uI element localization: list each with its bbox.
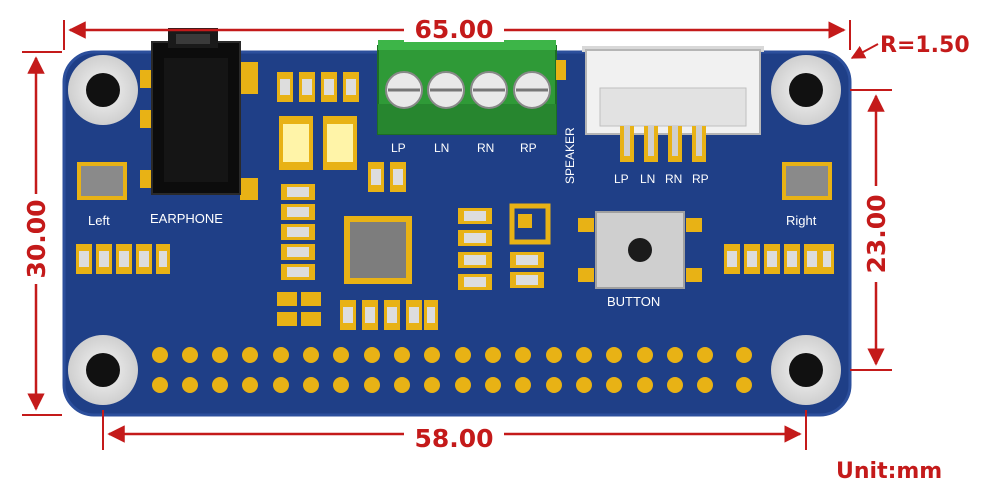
- mounting-hole-bottom-left: [68, 335, 138, 405]
- mounting-holes: [68, 55, 841, 405]
- silk-speaker-label: SPEAKER: [563, 127, 577, 184]
- silk-terminal-label-4: RP: [520, 141, 537, 155]
- silk-connector-label-3: RN: [665, 172, 682, 186]
- mounting-hole-bottom-right: [771, 335, 841, 405]
- dimension-right-height-label: 23.00: [862, 194, 891, 273]
- silk-terminal-label-1: LP: [391, 141, 406, 155]
- silk-left-label: Left: [88, 213, 110, 228]
- dimension-bottom-width: [102, 410, 807, 452]
- silk-button-label: BUTTON: [607, 294, 660, 309]
- silk-right-label: Right: [786, 213, 817, 228]
- silk-terminal-label-2: LN: [434, 141, 449, 155]
- tactile-button: [578, 211, 702, 289]
- dimension-right-height: [850, 89, 892, 371]
- dimension-left-height: [22, 51, 62, 416]
- unit-label: Unit:mm: [836, 459, 942, 484]
- silk-earphone-label: EARPHONE: [150, 211, 223, 226]
- resistor-row-right: [724, 244, 834, 274]
- resistor-stack: [277, 184, 321, 326]
- left-channel-pad: [77, 162, 127, 200]
- dimension-bottom-width-label: 58.00: [414, 424, 493, 453]
- mounting-hole-top-right: [771, 55, 841, 125]
- dimension-corner-radius-label: R=1.50: [880, 33, 970, 58]
- gpio-header-pads: [152, 347, 752, 393]
- smd-row-below-chip: [340, 300, 438, 330]
- silk-connector-label-4: RP: [692, 172, 709, 186]
- mounting-hole-top-left: [68, 55, 138, 125]
- smd-components-middle: [458, 203, 551, 290]
- smd-components-top: [277, 72, 406, 192]
- resistor-row-left: [76, 244, 170, 274]
- dimension-top-width: [63, 14, 851, 50]
- dimension-corner-radius: [850, 43, 879, 59]
- earphone-jack: [140, 28, 258, 200]
- right-channel-pad: [782, 162, 832, 200]
- silk-terminal-label-3: RN: [477, 141, 494, 155]
- silk-connector-label-1: LP: [614, 172, 629, 186]
- dimension-top-width-label: 65.00: [414, 15, 493, 44]
- audio-codec-chip: [344, 216, 412, 284]
- dimension-left-height-label: 30.00: [22, 199, 51, 278]
- silk-connector-label-2: LN: [640, 172, 655, 186]
- speaker-screw-terminal: [377, 40, 566, 135]
- speaker-header-connector: [582, 46, 764, 162]
